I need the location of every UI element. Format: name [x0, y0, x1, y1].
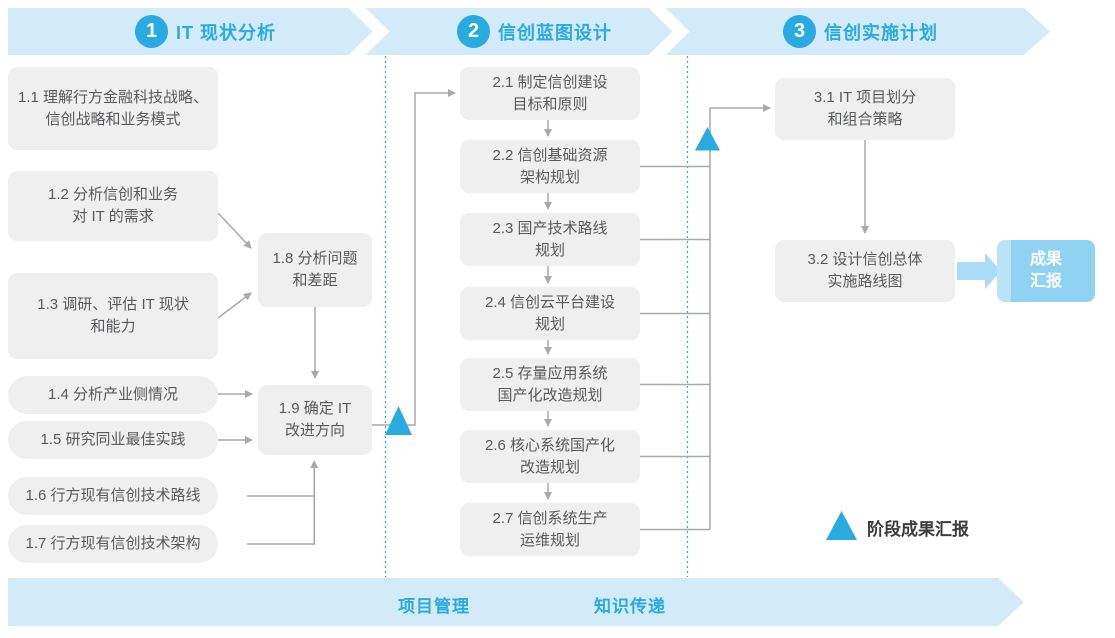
milestone-triangle-phase1-icon: [385, 406, 412, 435]
footer-label-project-management: 项目管理: [398, 597, 470, 616]
step-1-1: 1.1 理解行方金融科技战略、 信创战略和业务模式: [8, 67, 218, 150]
step-2-2: 2.2 信创基础资源 架构规划: [460, 140, 640, 193]
step-1-9: 1.9 确定 IT 改进方向: [258, 385, 372, 455]
phase-2-number-badge: 2: [457, 15, 490, 48]
step-1-4: 1.4 分析产业侧情况: [8, 376, 218, 414]
legend-label: 阶段成果汇报: [867, 520, 969, 539]
step-1-3: 1.3 调研、评估 IT 现状 和能力: [8, 273, 218, 359]
legend-triangle-icon: [826, 511, 857, 540]
step-1-2: 1.2 分析信创和业务 对 IT 的需求: [8, 171, 218, 241]
step-1-5: 1.5 研究同业最佳实践: [8, 421, 218, 459]
phase-3-title: 信创实施计划: [824, 22, 938, 43]
step-1-7: 1.7 行方现有信创技术架构: [8, 525, 218, 563]
phase-3-header: 3 信创实施计划: [783, 15, 938, 48]
step-2-5: 2.5 存量应用系统 国产化改造规划: [460, 358, 640, 411]
step-1-6: 1.6 行方现有信创技术路线: [8, 477, 218, 515]
step-2-7: 2.7 信创系统生产 运维规划: [460, 503, 640, 556]
step-3-2: 3.2 设计信创总体 实施路线图: [775, 240, 955, 302]
step-2-3: 2.3 国产技术路线 规划: [460, 213, 640, 266]
phase-2-title: 信创蓝图设计: [498, 22, 612, 43]
step-3-1: 3.1 IT 项目划分 和组合策略: [775, 78, 955, 140]
step-2-6: 2.6 核心系统国产化 改造规划: [460, 430, 640, 483]
milestone-triangle-phase3-icon: [695, 127, 720, 151]
step-1-8: 1.8 分析问题 和差距: [258, 233, 372, 307]
phase-2-header: 2 信创蓝图设计: [457, 15, 612, 48]
result-arrow-icon: [957, 253, 1001, 289]
step-2-1: 2.1 制定信创建设 目标和原则: [460, 67, 640, 120]
phase-1-number-badge: 1: [135, 15, 168, 48]
footer-label-knowledge-transfer: 知识传递: [594, 597, 666, 616]
step-2-4: 2.4 信创云平台建设 规划: [460, 287, 640, 340]
phase-1-title: IT 现状分析: [176, 22, 276, 43]
phase-1-header: 1 IT 现状分析: [135, 15, 276, 48]
result-report-box: 成果 汇报: [997, 240, 1095, 302]
phase-header-band: [8, 8, 1050, 55]
footer-band: [8, 578, 1024, 626]
phase-3-number-badge: 3: [783, 15, 816, 48]
